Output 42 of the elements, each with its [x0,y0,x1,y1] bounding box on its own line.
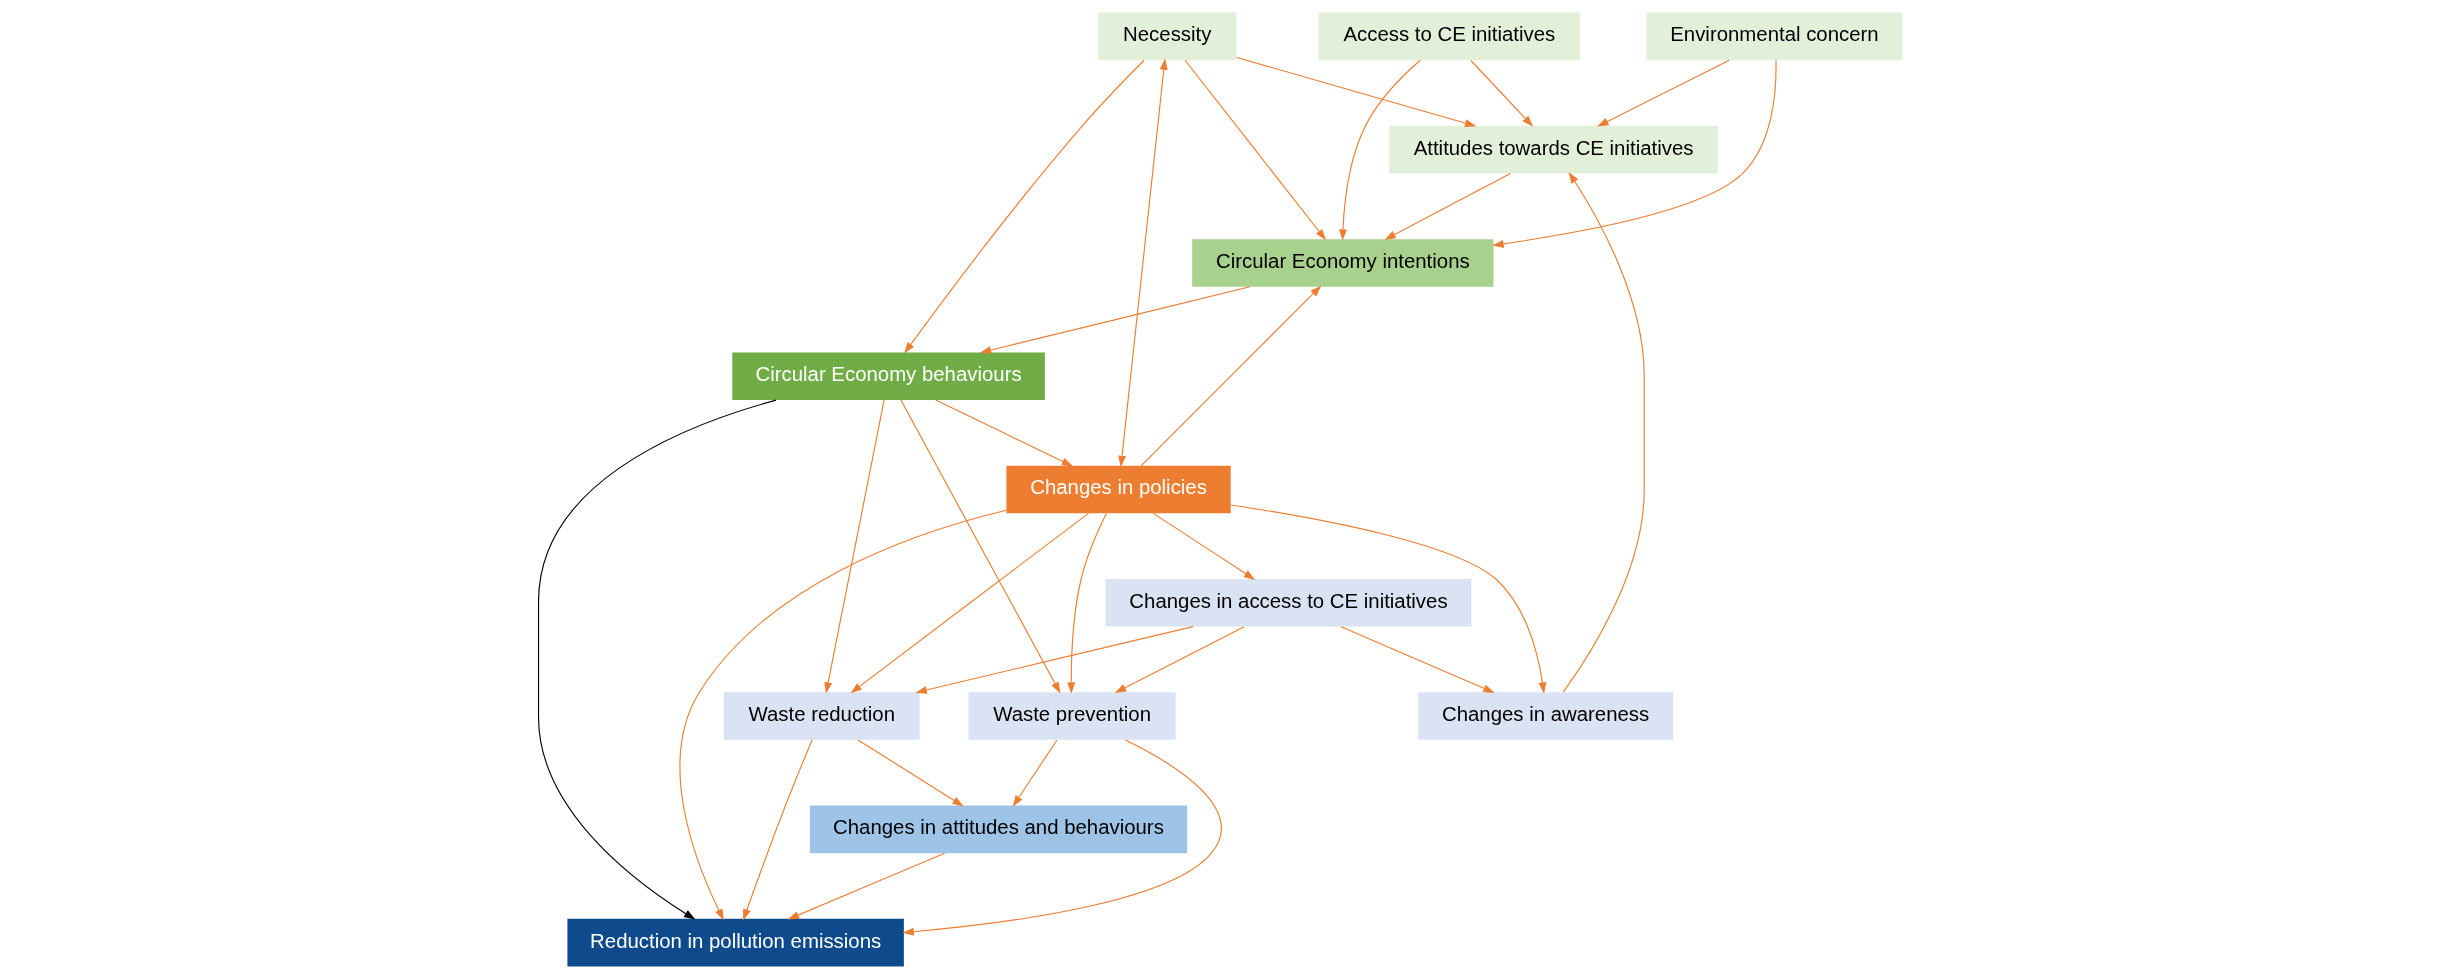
node-box: Attitudes towards CE initiatives [1389,125,1718,174]
arrow [787,852,946,920]
node-box: Waste prevention [968,692,1176,740]
arrow [824,399,885,694]
arrow [1597,59,1730,127]
arrow [1562,172,1645,693]
arrow [1340,626,1495,693]
node-box: Changes in attitudes and behaviours [809,805,1188,854]
arrow [1118,58,1168,468]
arrow [902,739,1222,936]
arrow [1339,59,1421,241]
arrow [1470,59,1534,127]
arrow [1152,512,1256,580]
arrow [1140,285,1322,467]
node-box: Changes in awareness [1418,692,1674,740]
node-box: Circular Economy behaviours [732,352,1045,400]
arrow [1114,626,1245,693]
arrow [679,509,1007,921]
arrow [979,286,1251,354]
arrow [857,739,964,807]
node-box: Access to CE initiatives [1318,12,1581,61]
arrow [1184,59,1327,241]
arrow [915,626,1194,694]
arrow [1384,172,1511,240]
node-box: Changes in access to CE initiatives [1105,579,1472,627]
arrow [1230,504,1547,694]
node-box: Necessity [1098,12,1237,61]
arrow [935,399,1074,467]
arrow [537,399,777,920]
arrow [1012,739,1058,807]
arrow [1236,56,1477,127]
arrow [1067,512,1107,694]
arrow [904,59,1145,354]
arrow [743,739,813,921]
node-box: Waste reduction [723,692,920,740]
arrow [850,512,1090,694]
arrow [1492,59,1777,248]
node-box: Environmental concern [1646,12,1903,61]
node-box: Changes in policies [1006,465,1231,514]
arrow [900,399,1061,694]
node-box: Circular Economy intentions [1192,239,1494,287]
node-box: Reduction in pollution emissions [567,918,904,967]
